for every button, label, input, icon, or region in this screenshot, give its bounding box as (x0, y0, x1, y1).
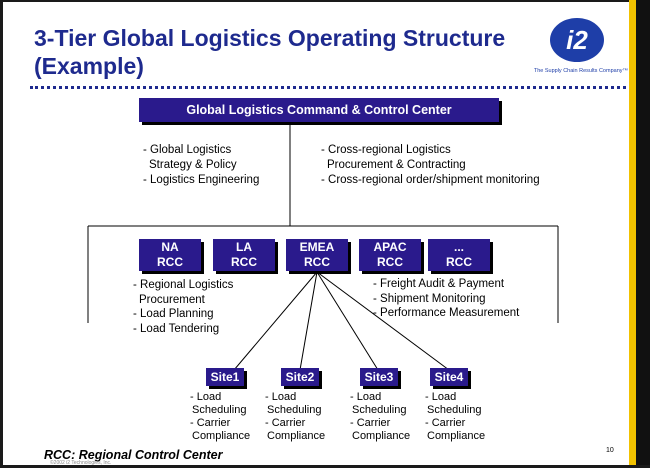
frame-bottom-border (0, 465, 650, 468)
slide-title-line-2: (Example) (34, 53, 144, 79)
global-left-item: Strategy & Policy (149, 159, 237, 171)
site3-task-list: - Load Scheduling - Carrier Compliance (350, 391, 410, 443)
site-task: Compliance (427, 430, 486, 442)
global-left-item: - Logistics Engineering (143, 174, 260, 186)
i2-logo-tagline: The Supply Chain Results Company™ (533, 68, 628, 74)
regional-left-list: - Regional Logistics Procurement - Load … (133, 278, 233, 336)
rcc-box-emea: EMEA RCC (286, 239, 348, 271)
rcc-name: LA (236, 240, 252, 254)
site-task: Scheduling (267, 404, 322, 416)
site-box-3: Site3 (360, 368, 398, 386)
rcc-name: NA (161, 240, 179, 254)
rcc-name: EMEA (299, 240, 335, 254)
slide-title: 3-Tier Global Logistics Operating Struct… (34, 24, 534, 80)
regional-left-item: - Load Planning (133, 308, 214, 320)
regional-left-item: - Regional Logistics (133, 279, 234, 291)
global-right-item: Procurement & Contracting (327, 159, 466, 171)
rcc-suffix: RCC (377, 255, 403, 269)
global-left-list: - Global Logistics Strategy & Policy - L… (143, 143, 259, 188)
regional-right-list: - Freight Audit & Payment - Shipment Mon… (373, 277, 519, 321)
site-task: - Carrier (350, 417, 391, 429)
site-task: - Carrier (425, 417, 466, 429)
regional-left-item: - Load Tendering (133, 322, 220, 335)
connector-emea-site4 (316, 271, 450, 371)
site-task: - Carrier (265, 417, 306, 429)
title-divider (30, 86, 626, 89)
site-task: Compliance (352, 430, 411, 442)
rcc-suffix: RCC (231, 255, 257, 269)
rcc-suffix: RCC (304, 255, 330, 269)
site-task: Compliance (192, 430, 251, 442)
site-task: - Load (265, 391, 297, 403)
site-task: - Load (425, 391, 457, 403)
site1-task-list: - Load Scheduling - Carrier Compliance (190, 391, 250, 443)
site4-task-list: - Load Scheduling - Carrier Compliance (425, 391, 485, 443)
connector-emea-site3 (316, 271, 379, 371)
global-right-item: - Cross-regional order/shipment monitori… (321, 174, 540, 186)
regional-right-item: - Freight Audit & Payment (373, 278, 505, 290)
regional-right-item: - Shipment Monitoring (373, 292, 486, 305)
site-task: - Carrier (190, 417, 231, 429)
site-task: Scheduling (427, 404, 482, 416)
rcc-box-other: ... RCC (428, 239, 490, 271)
yellow-accent-bar (629, 0, 636, 468)
site-task: - Load (350, 391, 382, 403)
frame-right-border (636, 0, 650, 468)
rcc-name: APAC (373, 240, 407, 254)
i2-logo: i2 The Supply Chain Results Company™ (528, 18, 628, 82)
rcc-suffix: RCC (157, 255, 183, 269)
page-number: 10 (606, 447, 614, 454)
frame-left-border (0, 0, 3, 468)
site-task: Scheduling (352, 404, 407, 416)
site-task: Compliance (267, 430, 326, 442)
global-right-item: - Cross-regional Logistics (321, 144, 451, 156)
rcc-box-na: NA RCC (139, 239, 201, 271)
rcc-name: ... (453, 240, 464, 254)
rcc-suffix: RCC (446, 255, 472, 269)
footer-legend: RCC: Regional Control Center (44, 448, 223, 462)
slide-title-line-1: 3-Tier Global Logistics Operating Struct… (34, 25, 506, 51)
global-left-item: - Global Logistics (143, 144, 232, 156)
site-box-4: Site4 (430, 368, 468, 386)
regional-left-item: Procurement (139, 293, 205, 306)
connector-emea-site1 (233, 271, 318, 371)
i2-logo-mark: i2 (550, 18, 604, 62)
site-task: - Load (190, 391, 222, 403)
site-task: Scheduling (192, 404, 247, 416)
connector-emea-site2 (299, 271, 318, 371)
site-box-1: Site1 (206, 368, 244, 386)
global-right-list: - Cross-regional Logistics Procurement &… (321, 143, 540, 188)
site-box-2: Site2 (281, 368, 319, 386)
global-center-box: Global Logistics Command & Control Cente… (139, 98, 499, 122)
rcc-box-la: LA RCC (213, 239, 275, 271)
regional-right-item: - Performance Measurement (373, 307, 520, 319)
site2-task-list: - Load Scheduling - Carrier Compliance (265, 391, 325, 443)
copyright-notice: ©2002 i2 Technologies, Inc. (50, 460, 112, 466)
frame-top-border (0, 0, 650, 2)
rcc-box-apac: APAC RCC (359, 239, 421, 271)
